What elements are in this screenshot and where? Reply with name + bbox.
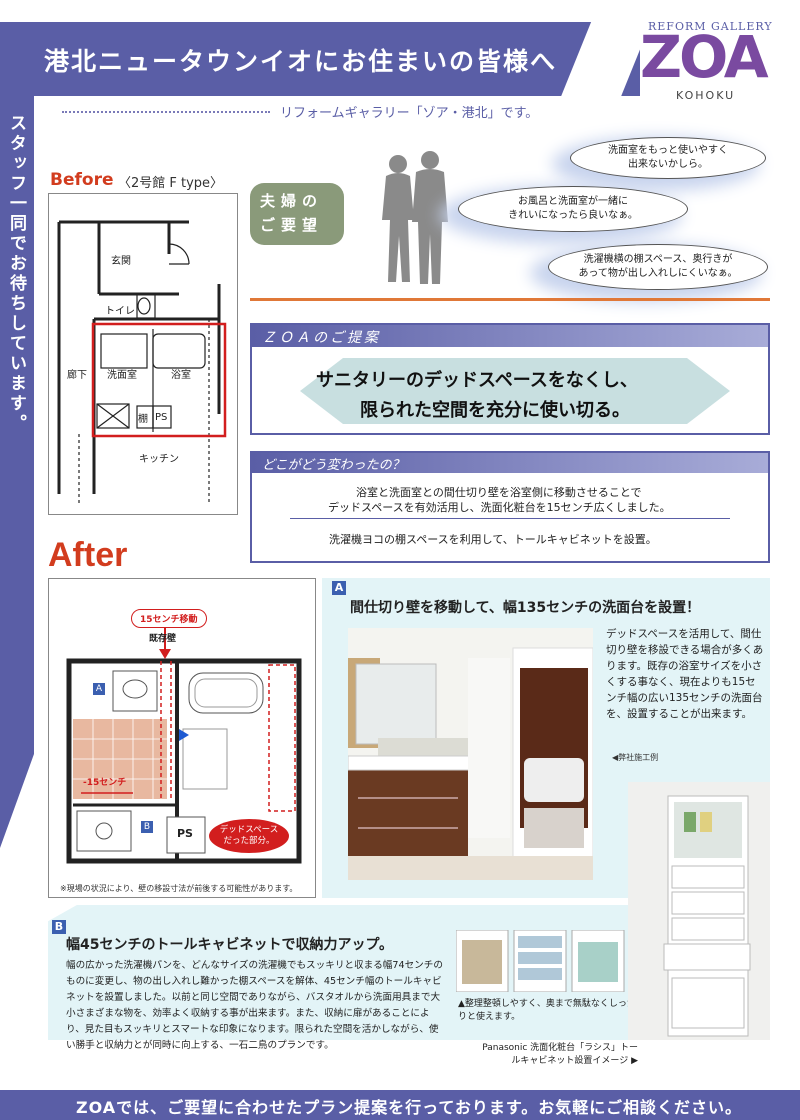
logo-zoa: ZOA <box>640 23 769 91</box>
bubble-1-line1: 洗面室をもっと使いやすく <box>608 145 728 156</box>
section-b-title: 幅45センチのトールキャビネットで収納力アップ。 <box>66 937 394 953</box>
changes-line-1: 浴室と洗面室との間仕切り壁を浴室側に移動させることで <box>356 486 642 499</box>
after-width-label: -15センチ <box>83 778 127 788</box>
changes-box <box>250 451 770 563</box>
proposal-heading-bar <box>252 325 768 347</box>
before-floorplan-drawing <box>57 220 227 504</box>
bubble-3-line2: あって物が出し入れしにくいなぁ。 <box>578 268 738 279</box>
section-a-description: デッドスペースを活用して、間仕切り壁を移設できる場合が多くあります。既存の浴室サ… <box>606 628 764 720</box>
plan-label-bathroom: 浴室 <box>171 370 191 381</box>
demand-bubble-2: お風呂と洗面室が一緒にきれいになったら良いなぁ。 <box>458 186 688 232</box>
section-a-badge: A <box>332 581 346 595</box>
plan-label-ps: PS <box>155 412 168 423</box>
demand-bubble-3: 洗濯機横の棚スペース、奥行きがあって物が出し入れしにくいなぁ。 <box>548 244 768 290</box>
section-b-badge: B <box>52 920 66 934</box>
side-staff-text: スタッフ一同でお待ちしています。 <box>6 114 26 434</box>
section-a-caption: ◀弊社施工例 <box>612 753 659 762</box>
side-band <box>0 96 34 848</box>
demand-badge: 夫婦の ご要望 <box>250 183 344 245</box>
storage-thumbnails <box>456 930 625 992</box>
changes-line-3: 洗濯機ヨコの棚スペースを利用して、トールキャビネットを設置。 <box>329 533 657 546</box>
page-subtitle: リフォームギャラリー「ゾア・港北」です。 <box>280 106 539 121</box>
bubble-1-line2: 出来ないかしら。 <box>628 159 708 170</box>
after-ps-label: PS <box>177 827 193 840</box>
demand-badge-line1: 夫婦の <box>260 192 324 210</box>
footer-text: ZOAでは、ご要望に合わせたプラン提案を行っております。お気軽にご相談ください。 <box>76 1098 742 1117</box>
proposal-heading: ＺＯＡのご提案 <box>262 330 381 346</box>
logo-gallery-text: REFORM GALLERY <box>648 20 773 33</box>
demand-bubble-1: 洗面室をもっと使いやすく出来ないかしら。 <box>570 137 766 179</box>
after-badge-b: B <box>141 821 153 833</box>
changes-divider <box>290 518 730 519</box>
after-dead-space-tag: デッドスペース だった部分。 <box>209 819 289 853</box>
before-sublabel: 〈2号館 F type〉 <box>118 176 224 191</box>
header-band <box>0 22 640 96</box>
footer-band <box>0 1090 800 1120</box>
after-note: ※現場の状況により、壁の移設寸法が前後する可能性があります。 <box>60 884 298 893</box>
after-label: After <box>48 536 128 574</box>
plan-label-toilet: トイレ <box>105 306 135 317</box>
logo-kohoku-text: KOHOKU <box>676 89 736 102</box>
dead-space-line1: デッドスペース <box>219 825 279 835</box>
bubble-2-line1: お風呂と洗面室が一緒に <box>518 196 628 207</box>
section-b-thumb-caption: ▲整理整頓しやすく、奥まで無駄なくしっかりと使えます。 <box>458 999 636 1022</box>
bubble-2-line2: きれいになったら良いなぁ。 <box>508 210 638 221</box>
plan-label-corridor: 廊下 <box>67 370 87 381</box>
proposal-line-2: 限られた空間を充分に使い切る。 <box>360 400 630 421</box>
dead-space-line2: だった部分。 <box>223 836 275 846</box>
after-move-tag: 15センチ移動 <box>131 609 207 628</box>
orange-divider <box>250 298 770 301</box>
after-wall-tag: 既存壁 <box>149 634 177 644</box>
plan-label-shelf: 棚 <box>138 414 148 425</box>
subtitle-dotted-rule <box>62 111 270 113</box>
changes-heading: どこがどう変わったの？ <box>262 458 405 473</box>
section-a-title: 間仕切り壁を移動して、幅135センチの洗面台を設置！ <box>350 600 701 616</box>
proposal-line-1: サニタリーのデッドスペースをなくし、 <box>316 370 638 391</box>
changes-line-2: デッドスペースを有効活用し、洗面化粧台を15センチ広くしました。 <box>328 501 671 514</box>
demand-badge-line2: ご要望 <box>260 216 324 234</box>
bubble-3-line1: 洗濯機横の棚スペース、奥行きが <box>583 254 733 265</box>
plan-label-washroom: 洗面室 <box>107 370 137 381</box>
plan-label-entrance: 玄関 <box>111 256 131 267</box>
after-badge-a: A <box>93 683 105 695</box>
couple-silhouette-icon <box>382 151 448 284</box>
changes-heading-bar <box>252 453 768 473</box>
tall-cabinet-image <box>628 782 770 1040</box>
before-floorplan: 玄関 トイレ 廊下 洗面室 浴室 棚 PS キッチン <box>48 193 238 515</box>
plan-label-kitchen: キッチン <box>139 454 179 465</box>
before-label: Before <box>50 170 114 190</box>
proposal-box <box>250 323 770 435</box>
proposal-arrow-shape <box>300 358 730 424</box>
after-floorplan: 15センチ移動 既存壁 A B -15センチ PS デッドスペース だった部分。 <box>48 578 316 898</box>
section-b-cabinet-caption: Panasonic 洗面化粧台「ラシス」トールキャビネット設置イメージ ▶ <box>482 1043 638 1066</box>
page-title: 港北ニュータウンイオにお住まいの皆様へ <box>44 47 558 76</box>
washroom-photo <box>348 628 593 880</box>
section-b-body: 幅の広かった洗濯機パンを、どんなサイズの洗濯機でもスッキリと収まる幅74センチの… <box>66 960 443 1051</box>
